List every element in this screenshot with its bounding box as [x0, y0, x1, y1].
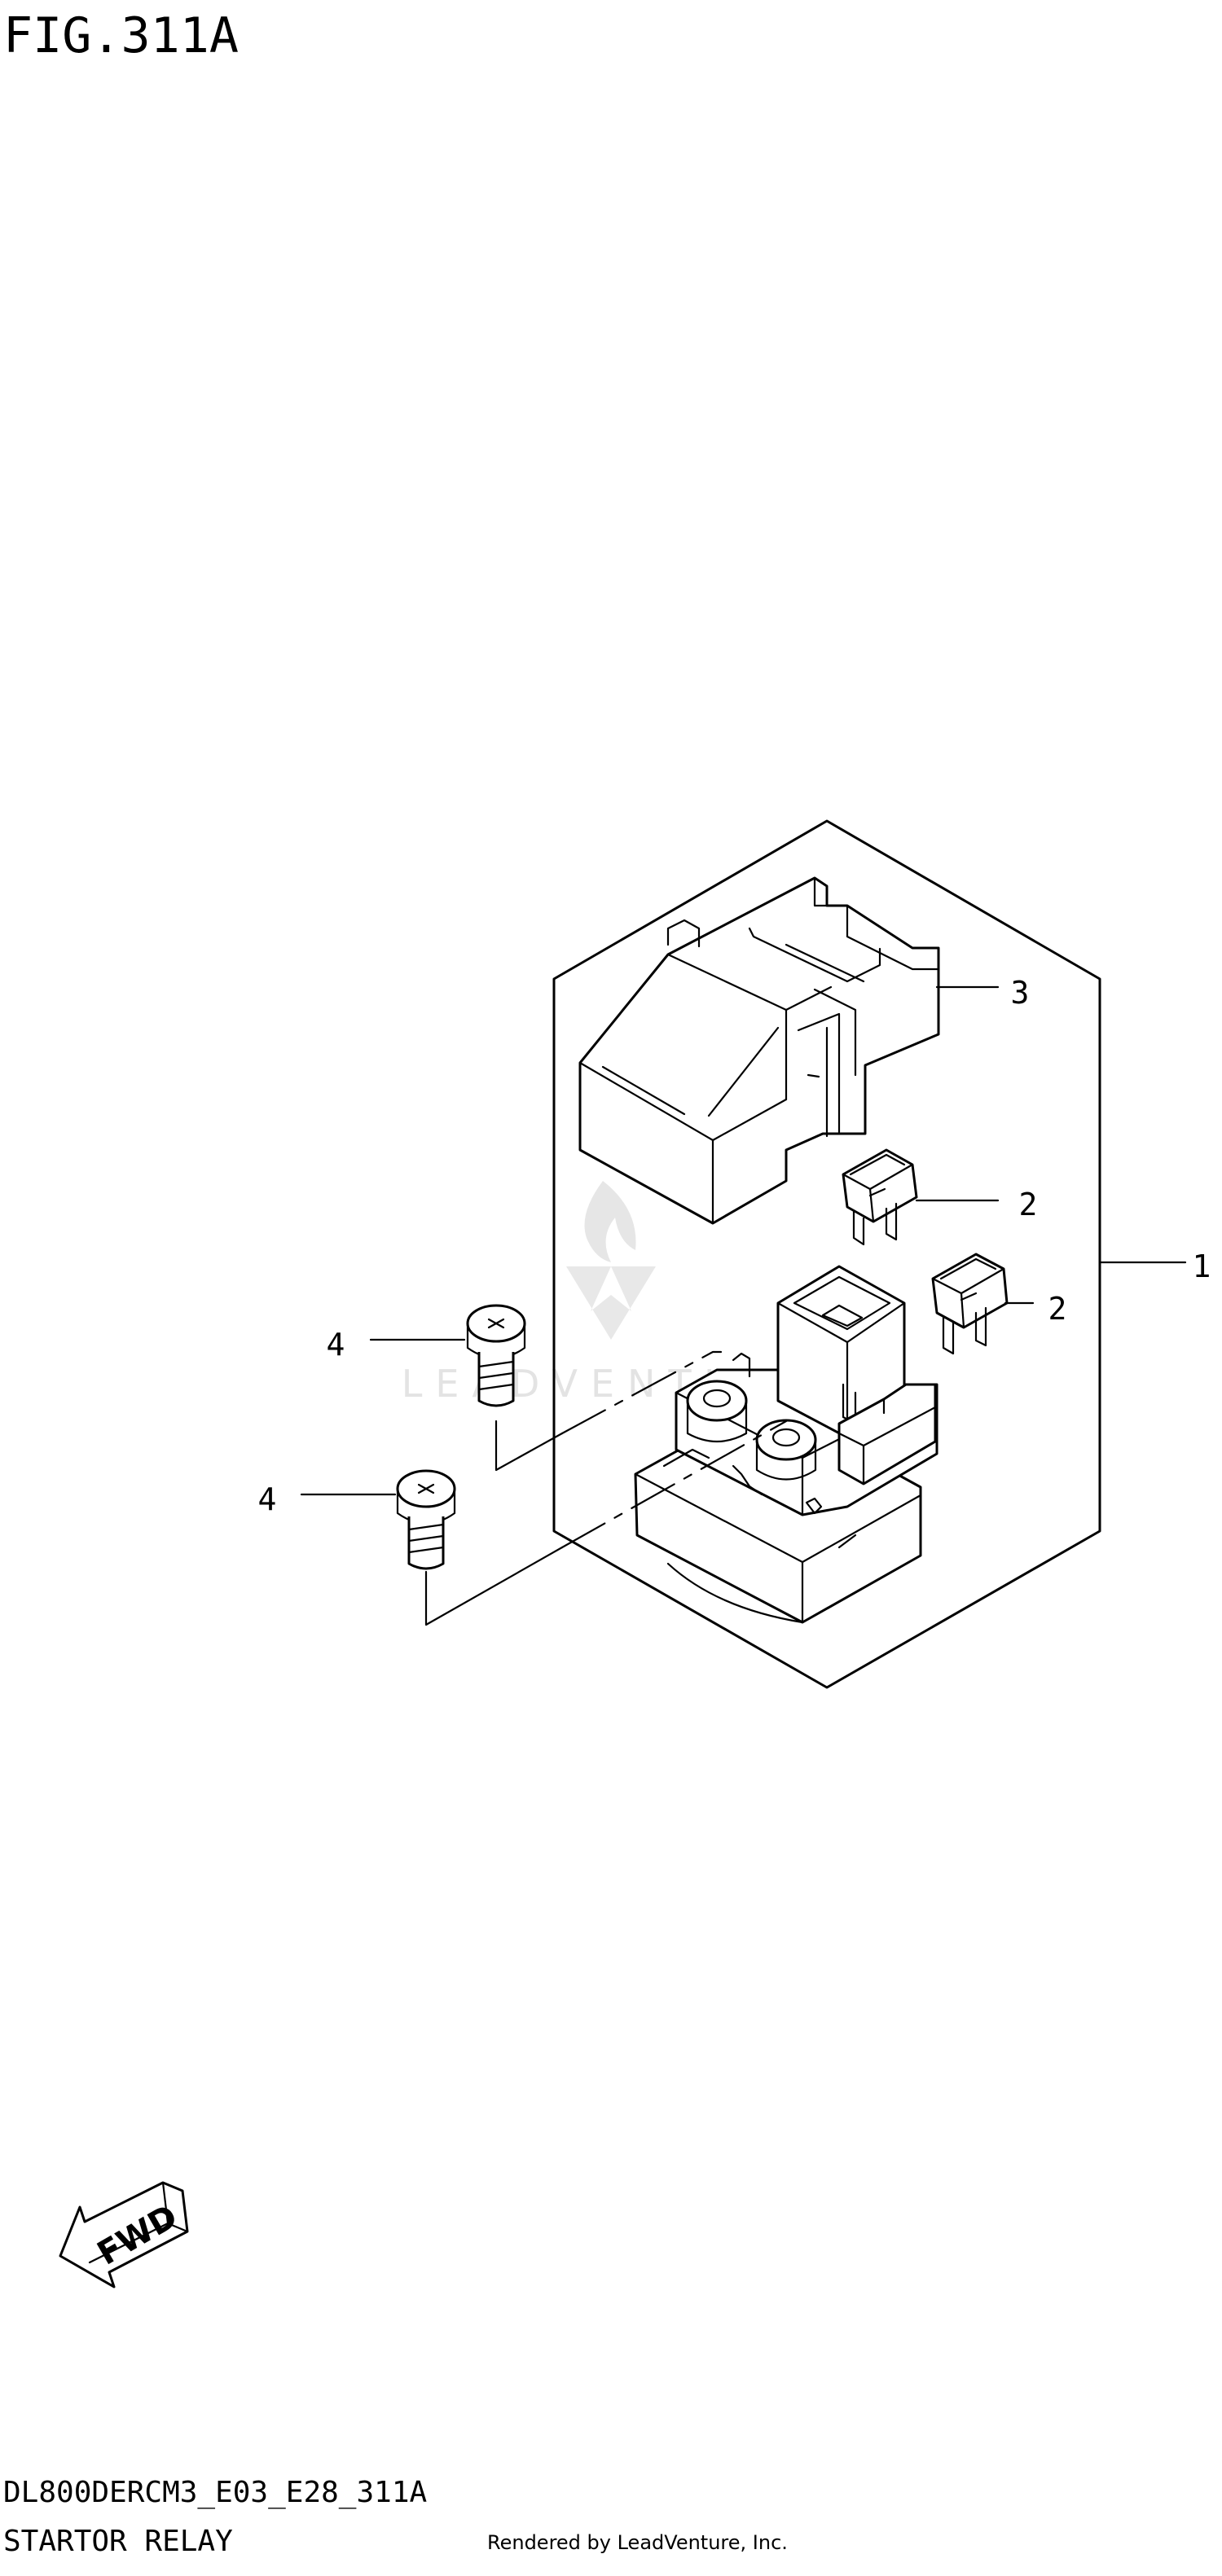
callout-4a: 4	[327, 1327, 345, 1363]
assembly-boundary	[552, 819, 1101, 1689]
bolt-lower-part	[396, 1469, 456, 1570]
figure-title: FIG.311A	[3, 7, 239, 64]
callout-3: 3	[1011, 975, 1030, 1011]
render-credit: Rendered by LeadVenture, Inc.	[487, 2531, 788, 2554]
figure-name: STARTOR RELAY	[3, 2525, 233, 2558]
leader-lines	[300, 985, 1187, 1496]
relay-body-part	[634, 1265, 938, 1624]
fuse-upper-part	[842, 1148, 918, 1246]
fuse-lower-part	[931, 1253, 1009, 1355]
callout-1: 1	[1193, 1249, 1211, 1284]
callout-2a: 2	[1019, 1187, 1038, 1222]
relay-cover-part	[578, 876, 940, 1225]
callout-2b: 2	[1048, 1291, 1067, 1327]
bolt-upper-part	[466, 1304, 526, 1407]
callout-4b: 4	[258, 1481, 277, 1517]
fwd-arrow: FWD	[59, 2181, 189, 2289]
figure-code: DL800DERCM3_E03_E28_311A	[3, 2476, 427, 2509]
